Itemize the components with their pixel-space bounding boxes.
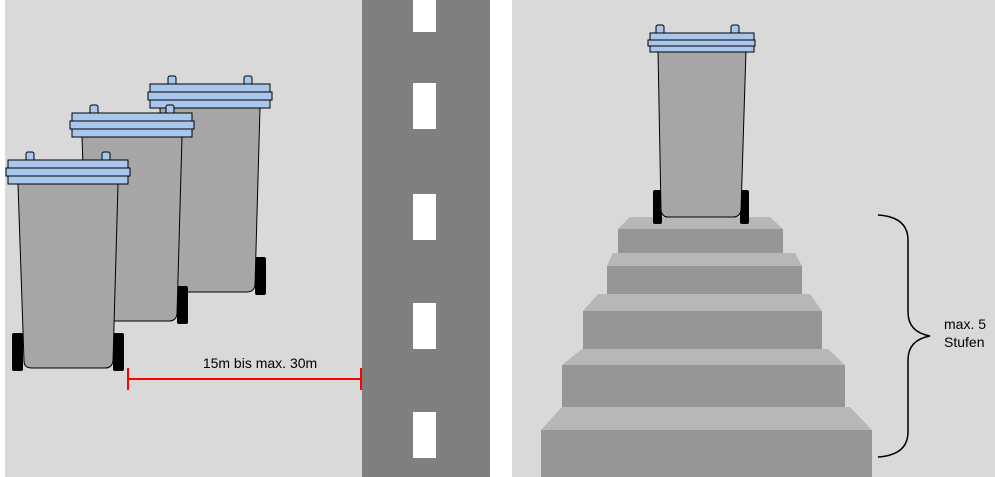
steps-label-line1: max. 5: [944, 316, 986, 332]
wheelie-bin-icon: [648, 25, 755, 224]
stairs-illustration: max. 5 Stufen: [512, 0, 995, 477]
bin-distance-panel: 15m bis max. 30m: [0, 0, 490, 477]
steps-label-line2: Stufen: [944, 334, 984, 350]
distance-label: 15m bis max. 30m: [203, 355, 317, 371]
road-icon: [362, 0, 490, 477]
wheelie-bin-icon: [6, 152, 130, 371]
stairs-panel: max. 5 Stufen: [512, 0, 995, 477]
bin-distance-illustration: 15m bis max. 30m: [0, 0, 490, 477]
